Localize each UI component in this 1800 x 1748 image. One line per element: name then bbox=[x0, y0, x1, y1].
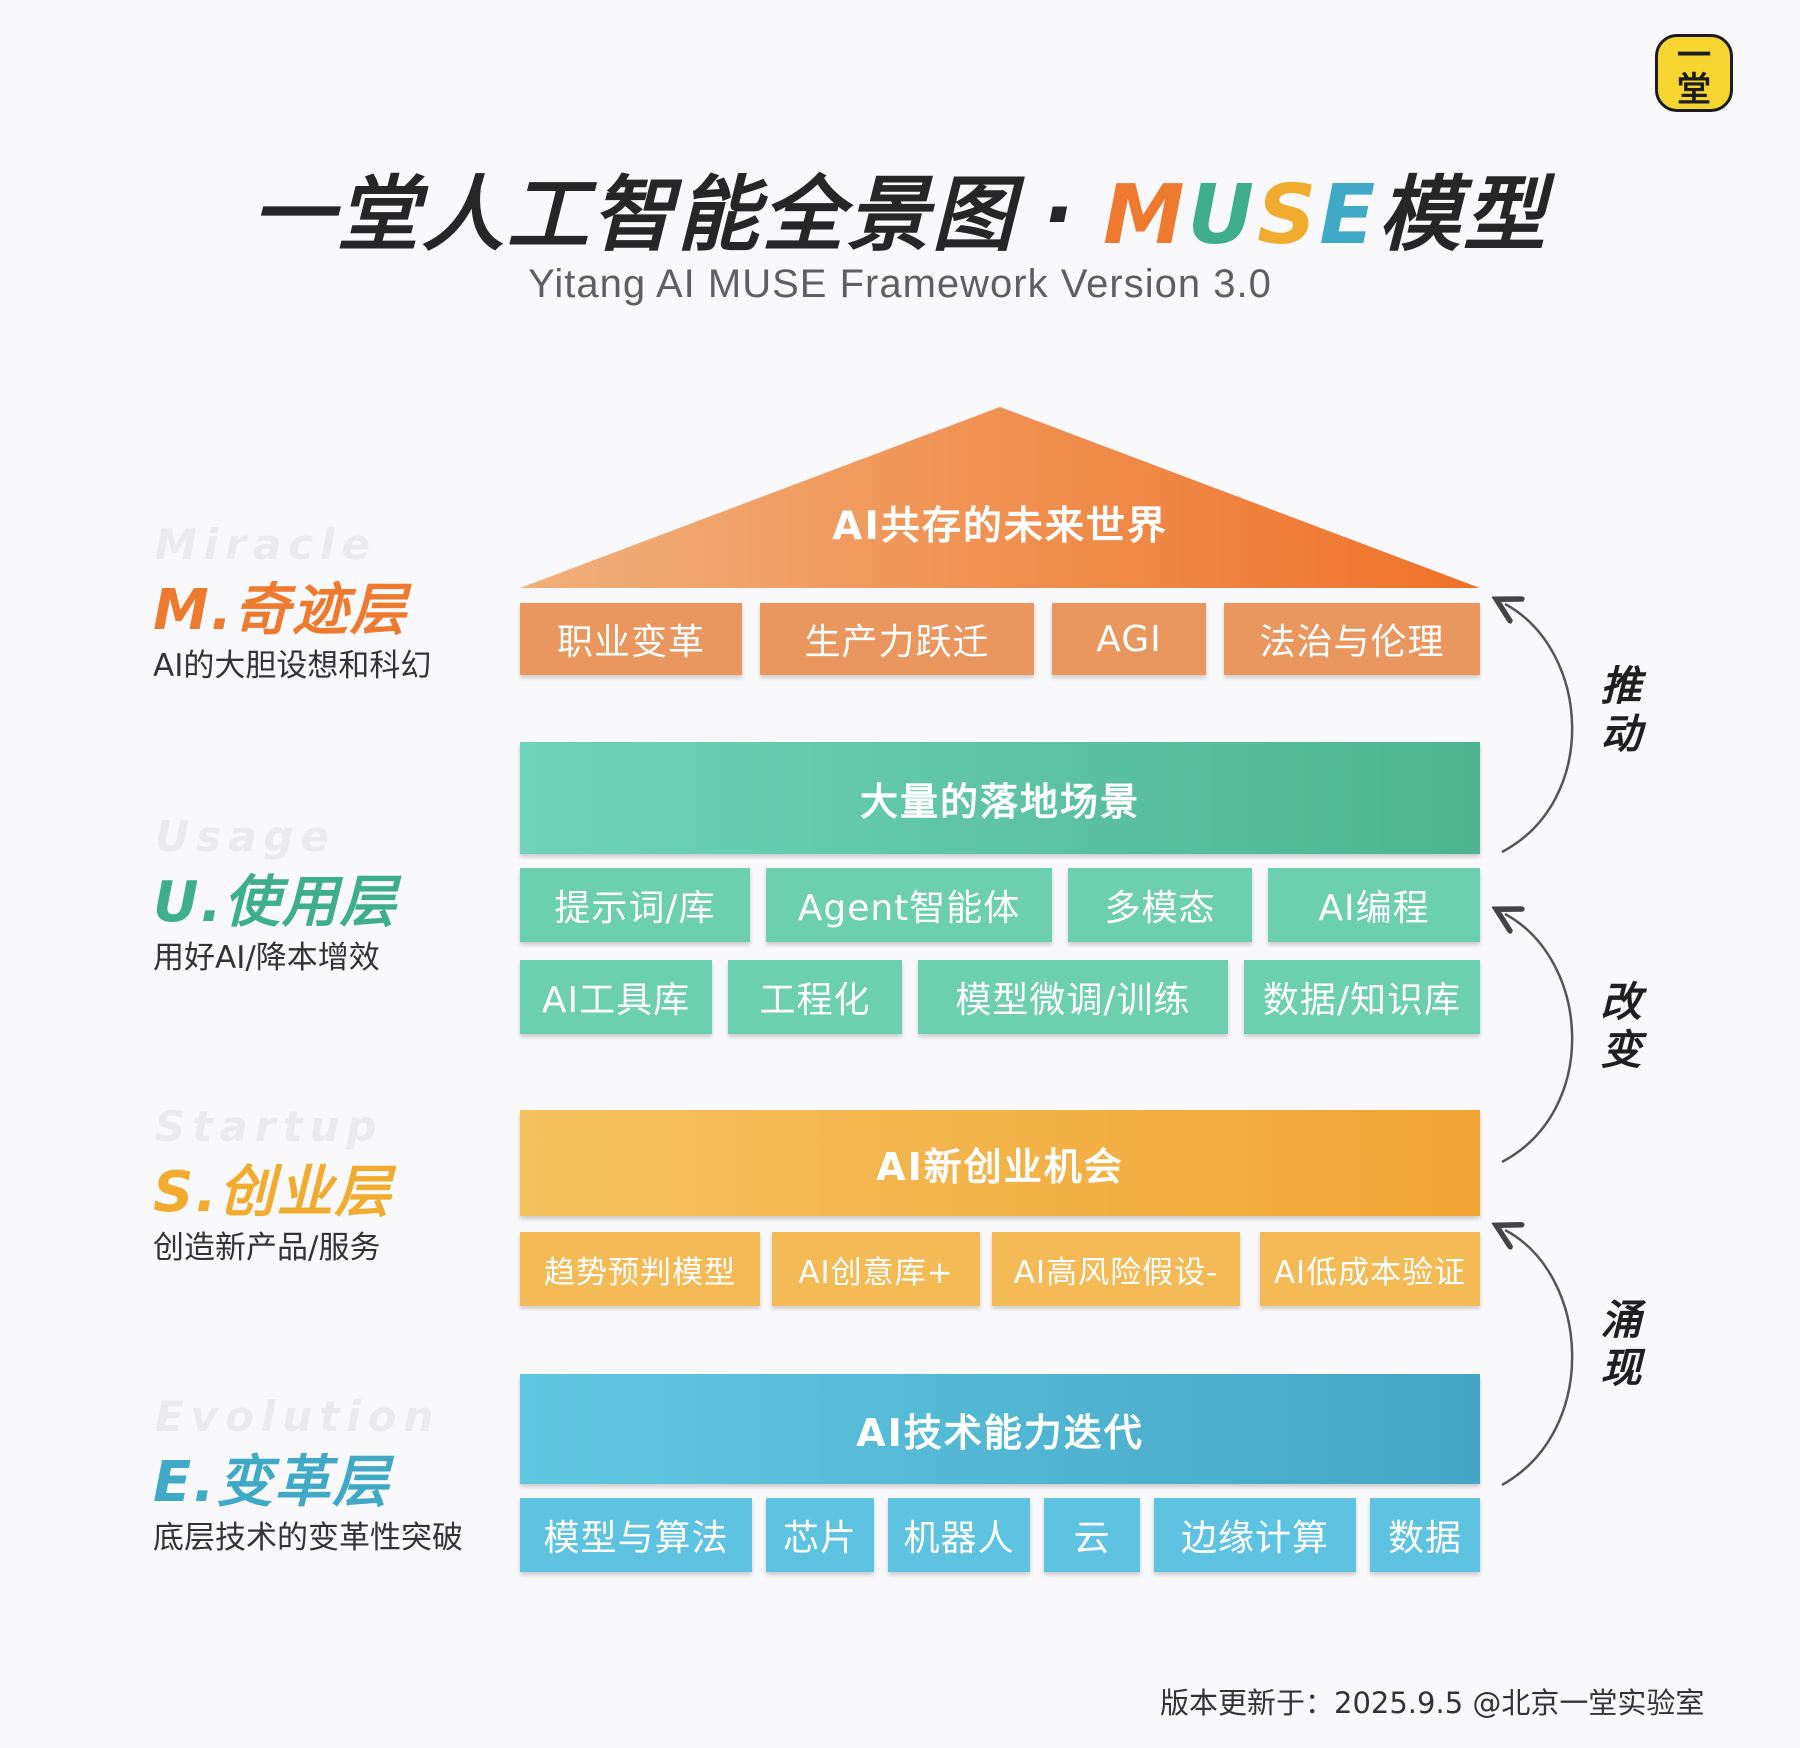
e-chip: 数据 bbox=[1370, 1498, 1480, 1572]
u-chip: 模型微调/训练 bbox=[918, 960, 1228, 1034]
m-chip: 生产力跃迁 bbox=[760, 603, 1034, 675]
logo-line1: 一 bbox=[1677, 36, 1711, 76]
u-chip: AI工具库 bbox=[520, 960, 712, 1034]
u-chip: AI编程 bbox=[1268, 868, 1480, 942]
arrow-change-icon bbox=[1502, 914, 1574, 1164]
layer-desc-e: 底层技术的变革性突破 bbox=[153, 1520, 463, 1556]
layer-title-s: S.创业层 bbox=[153, 1160, 393, 1225]
s-chip: 趋势预判模型 bbox=[520, 1232, 760, 1306]
e-chip: 模型与算法 bbox=[520, 1498, 752, 1572]
e-bar: AI技术能力迭代 bbox=[520, 1374, 1480, 1484]
layer-desc-m: AI的大胆设想和科幻 bbox=[153, 648, 432, 684]
m-chip: 职业变革 bbox=[520, 603, 742, 675]
arrow-label-change: 改 变 bbox=[1596, 978, 1646, 1074]
title-main: 一堂人工智能全景图 bbox=[251, 168, 1017, 263]
arrow-push-icon bbox=[1502, 604, 1574, 854]
muse-m: M bbox=[1102, 168, 1188, 263]
arrow-label-char: 涌 bbox=[1600, 1296, 1642, 1344]
s-chip: AI创意库+ bbox=[772, 1232, 980, 1306]
muse-u: U bbox=[1187, 168, 1258, 263]
e-chip: 云 bbox=[1044, 1498, 1140, 1572]
layer-title-u: U.使用层 bbox=[153, 870, 398, 935]
m-chip: 法治与伦理 bbox=[1224, 603, 1480, 675]
arrow-label-push: 推 动 bbox=[1596, 662, 1646, 758]
arrow-label-emerge: 涌 现 bbox=[1596, 1296, 1646, 1392]
page-subtitle: Yitang AI MUSE Framework Version 3.0 bbox=[528, 262, 1272, 306]
yitang-logo: 一 堂 bbox=[1655, 34, 1733, 112]
page-title: 一堂人工智能全景图 · MUSE模型 bbox=[0, 148, 1800, 267]
ghost-miracle: Miracle bbox=[155, 520, 378, 569]
u-bar: 大量的落地场景 bbox=[520, 742, 1480, 854]
muse-e: E bbox=[1319, 168, 1379, 263]
arrow-label-char: 变 bbox=[1600, 1026, 1642, 1074]
roof-triangle bbox=[520, 407, 1480, 588]
layer-title-m: M.奇迹层 bbox=[153, 578, 408, 643]
u-chip: Agent智能体 bbox=[766, 868, 1052, 942]
layer-desc-s: 创造新产品/服务 bbox=[153, 1230, 381, 1266]
s-chip: AI高风险假设- bbox=[992, 1232, 1240, 1306]
arrow-label-char: 动 bbox=[1600, 710, 1642, 758]
layer-title-e: E.变革层 bbox=[153, 1450, 391, 1515]
u-chip: 提示词/库 bbox=[520, 868, 750, 942]
footer-version: 版本更新于：2025.9.5 @北京一堂实验室 bbox=[1160, 1686, 1705, 1720]
layer-desc-u: 用好AI/降本增效 bbox=[153, 940, 380, 976]
s-bar: AI新创业机会 bbox=[520, 1110, 1480, 1216]
arrow-label-char: 现 bbox=[1600, 1344, 1642, 1392]
u-chip: 多模态 bbox=[1068, 868, 1252, 942]
roof-label: AI共存的未来世界 bbox=[832, 504, 1168, 549]
e-chip: 机器人 bbox=[888, 1498, 1030, 1572]
arrow-label-char: 推 bbox=[1600, 662, 1642, 710]
title-suffix: 模型 bbox=[1378, 168, 1549, 263]
u-chip: 数据/知识库 bbox=[1244, 960, 1480, 1034]
m-chip: AGI bbox=[1052, 603, 1206, 675]
s-chip: AI低成本验证 bbox=[1260, 1232, 1480, 1306]
e-chip: 芯片 bbox=[766, 1498, 874, 1572]
muse-s: S bbox=[1257, 168, 1320, 263]
u-chip: 工程化 bbox=[728, 960, 902, 1034]
arrows-svg bbox=[1480, 590, 1574, 1487]
ghost-evolution: Evolution bbox=[155, 1392, 441, 1441]
arrow-label-char: 改 bbox=[1600, 978, 1642, 1026]
e-chip: 边缘计算 bbox=[1154, 1498, 1356, 1572]
title-dot: · bbox=[1042, 168, 1077, 263]
ghost-startup: Startup bbox=[155, 1102, 384, 1151]
ghost-usage: Usage bbox=[155, 812, 336, 861]
logo-line2: 堂 bbox=[1677, 70, 1711, 110]
arrow-emerge-icon bbox=[1502, 1230, 1574, 1487]
